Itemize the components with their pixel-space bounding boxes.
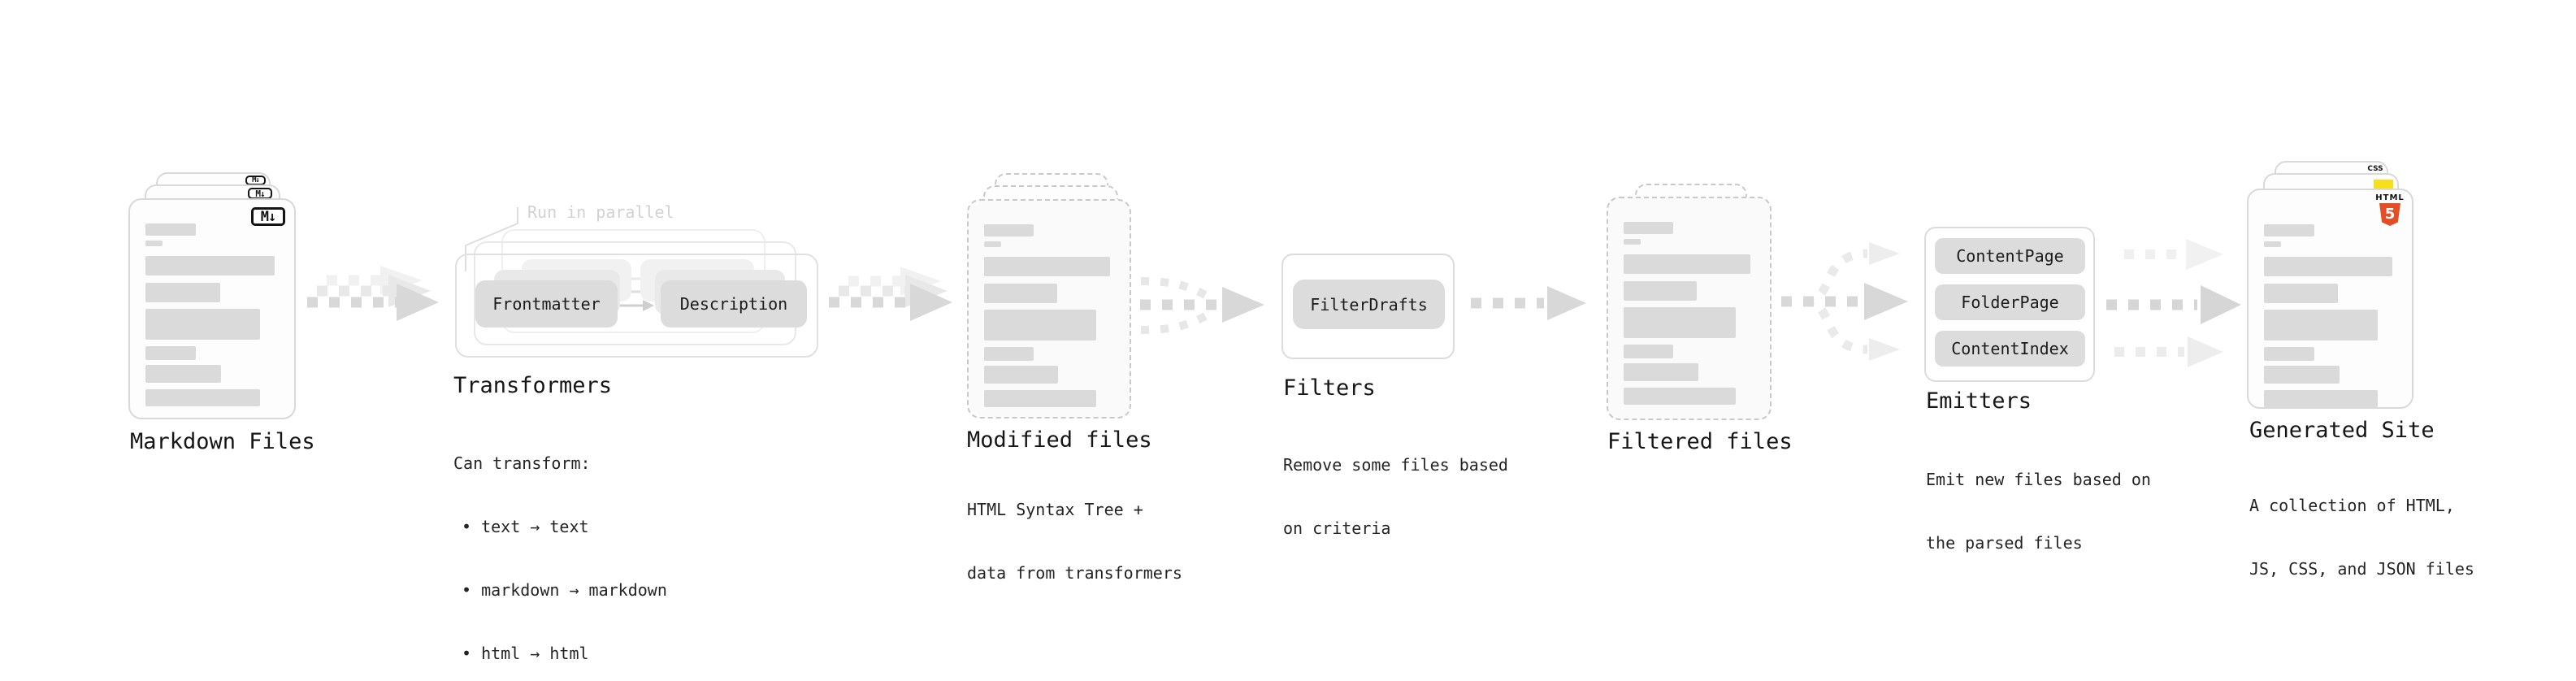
modified-files-title: Modified files: [967, 427, 1152, 453]
skeleton-bar: [984, 310, 1096, 340]
emitters-title: Emitters: [1926, 388, 2032, 414]
filtered-files-title: Filtered files: [1607, 429, 1793, 454]
generated-site-description: A collection of HTML, JS, CSS, and JSON …: [2249, 453, 2474, 622]
skeleton-bar: [1624, 388, 1737, 405]
desc-line: • text → text: [462, 517, 589, 536]
skeleton-bar: [145, 389, 261, 406]
skeleton-bar: [1624, 307, 1737, 338]
transformers-title: Transformers: [453, 373, 613, 398]
frontmatter-pill: Frontmatter: [475, 280, 618, 327]
desc-line: Can transform:: [453, 453, 591, 473]
skeleton-bar: [145, 365, 222, 383]
desc-line: on criteria: [1283, 518, 1391, 538]
skeleton-bar: [2264, 284, 2339, 303]
transformer-box-front: [455, 254, 818, 358]
skeleton-bar: [1624, 281, 1698, 301]
desc-line: • html → html: [462, 644, 589, 663]
arrow-emitters-to-site: [2106, 239, 2241, 367]
run-in-parallel-label: Run in parallel: [527, 202, 674, 222]
desc-line: JS, CSS, and JSON files: [2249, 559, 2474, 579]
css-badge-label: CSS: [2367, 165, 2383, 173]
contentpage-pill: ContentPage: [1935, 238, 2085, 274]
arrow-filtered-to-emitters: [1781, 242, 1908, 361]
filters-box: [1281, 254, 1455, 359]
modified-files-description: HTML Syntax Tree + data from transformer…: [967, 457, 1182, 626]
skeleton-bar: [984, 366, 1059, 384]
skeleton-bar: [1624, 254, 1751, 274]
skeleton-bar: [984, 284, 1057, 303]
skeleton-bar: [984, 257, 1111, 276]
desc-line: HTML Syntax Tree +: [967, 500, 1143, 519]
skeleton-bar: [984, 241, 1001, 247]
desc-line: the parsed files: [1926, 533, 2083, 553]
desc-line: • markdown → markdown: [462, 580, 667, 600]
skeleton-bar: [145, 241, 163, 246]
file-skeleton: [1624, 222, 1754, 405]
emitters-box: [1924, 227, 2095, 382]
desc-line: A collection of HTML,: [2249, 496, 2455, 515]
markdown-file-card-front: M↓: [128, 198, 296, 419]
file-skeleton: [2264, 224, 2396, 407]
html5-badge: HTML 5: [2375, 193, 2405, 226]
skeleton-bar: [2264, 347, 2314, 361]
skeleton-bar: [145, 346, 197, 360]
modified-file-card-front: [967, 199, 1131, 419]
arrow-markdown-to-transformers: [307, 266, 439, 321]
skeleton-bar: [984, 224, 1034, 236]
skeleton-bar: [984, 390, 1096, 407]
markdown-files-title: Markdown Files: [130, 429, 315, 454]
js-badge: [2374, 180, 2393, 190]
skeleton-bar: [2264, 241, 2282, 247]
generated-site-title: Generated Site: [2249, 418, 2435, 443]
desc-line: data from transformers: [967, 563, 1182, 583]
transformers-description: Can transform: • text → text • markdown …: [453, 410, 667, 681]
filtered-file-card-front: [1607, 197, 1772, 420]
skeleton-bar: [145, 283, 220, 302]
emitters-description: Emit new files based on the parsed files: [1926, 427, 2151, 596]
skeleton-bar: [1624, 345, 1674, 358]
site-file-card-front: HTML 5: [2247, 189, 2413, 409]
skeleton-bar: [1624, 239, 1641, 245]
html5-number: 5: [2384, 206, 2396, 223]
html5-shield-icon: 5: [2379, 203, 2400, 226]
skeleton-bar: [2264, 366, 2340, 384]
markdown-badge: M↓: [251, 207, 285, 226]
markdown-badge: M↓: [248, 188, 272, 199]
skeleton-bar: [145, 309, 261, 340]
arrow-filters-to-filtered: [1471, 286, 1586, 320]
skeleton-bar: [1624, 363, 1698, 381]
skeleton-bar: [1624, 222, 1674, 234]
skeleton-bar: [145, 256, 275, 275]
desc-line: Emit new files based on: [1926, 470, 2151, 489]
description-pill: Description: [661, 280, 807, 327]
arrow-modified-to-filters: [1140, 277, 1264, 334]
skeleton-bar: [2264, 257, 2393, 276]
skeleton-bar: [2264, 310, 2379, 340]
filters-title: Filters: [1283, 375, 1376, 401]
skeleton-bar: [145, 223, 197, 236]
html5-badge-label: HTML: [2375, 193, 2405, 202]
desc-line: Remove some files based: [1283, 455, 1508, 475]
filters-description: Remove some files based on criteria: [1283, 412, 1508, 581]
skeleton-bar: [2264, 390, 2379, 407]
skeleton-bar: [2264, 224, 2314, 236]
folderpage-pill: FolderPage: [1935, 284, 2085, 320]
file-skeleton: [984, 224, 1114, 407]
skeleton-bar: [984, 347, 1034, 361]
arrow-transformers-to-modified: [829, 267, 952, 321]
contentindex-pill: ContentIndex: [1935, 331, 2085, 367]
filterdrafts-pill: FilterDrafts: [1293, 280, 1445, 329]
file-skeleton: [145, 223, 279, 406]
